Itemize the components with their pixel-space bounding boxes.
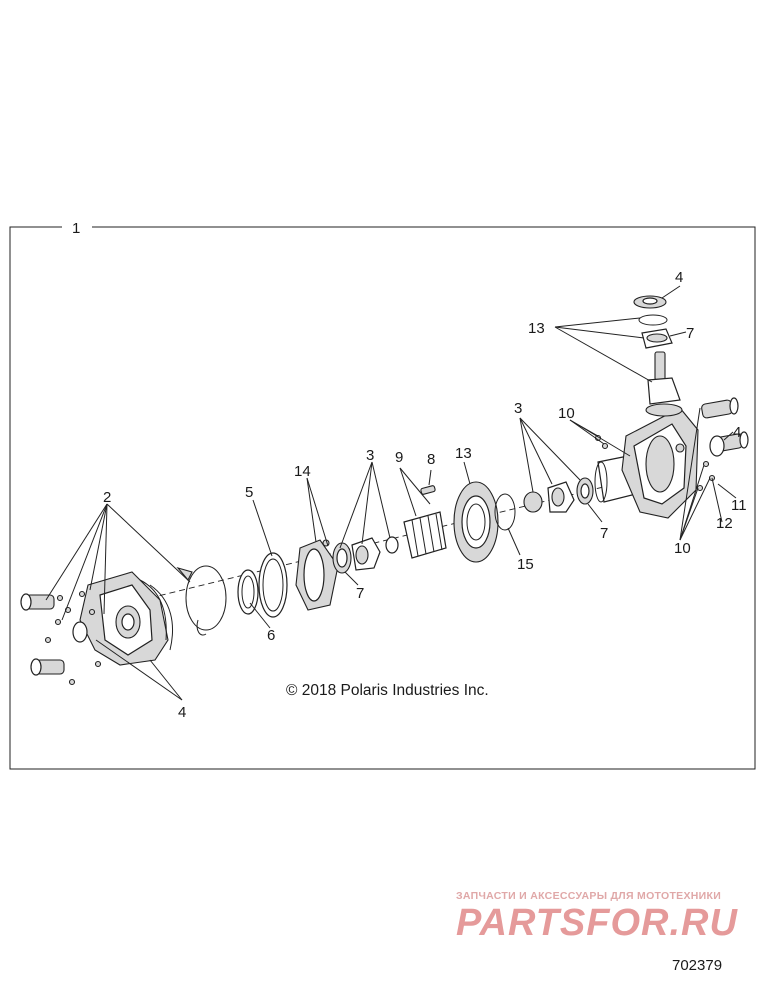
callout-13-center: 13 [455, 445, 472, 462]
watermark-logo: PARTSFOR.RU [456, 902, 738, 944]
callout-7-right: 7 [600, 525, 608, 542]
retaining-ring-large [176, 565, 227, 636]
pinion-bearing-7 [641, 328, 673, 349]
left-bolts [44, 590, 102, 686]
leader-lines [45, 285, 737, 701]
callout-14: 14 [294, 463, 311, 480]
copyright-notice: © 2018 Polaris Industries Inc. [286, 682, 489, 699]
output-stub-upper-right [701, 397, 739, 419]
callout-10-upper: 10 [558, 405, 575, 422]
gasket-5 [258, 552, 288, 618]
roller-cage-9 [403, 511, 447, 559]
seal-7-right [576, 477, 594, 505]
callout-4-right: 4 [733, 424, 741, 441]
callout-7-center: 7 [356, 585, 364, 602]
pinion-seal-4 [633, 295, 667, 309]
callout-8: 8 [427, 451, 435, 468]
assembly-frame [9, 226, 756, 770]
callout-7-top: 7 [686, 325, 694, 342]
callout-3-right: 3 [514, 400, 522, 417]
pinion-shaft [645, 351, 683, 417]
callout-13-top: 13 [528, 320, 545, 337]
o-ring-15 [494, 493, 516, 531]
seal-4-right [709, 435, 725, 457]
left-axle-stub-upper [20, 593, 55, 611]
callout-2: 2 [103, 489, 111, 506]
bearing-3-right [547, 481, 575, 513]
callout-4-top: 4 [675, 269, 683, 286]
hub-coupler-14 [295, 539, 339, 611]
callout-3-center: 3 [366, 447, 374, 464]
callout-11: 11 [731, 497, 747, 514]
callouts: 1 2 4 5 6 14 3 7 9 8 13 15 3 7 10 10 11 … [72, 220, 747, 721]
callout-1: 1 [72, 220, 80, 237]
pin-8 [420, 485, 436, 495]
ring-gear-13 [453, 481, 499, 563]
left-axle-stub-lower [30, 658, 65, 676]
callout-4-left: 4 [178, 704, 186, 721]
callout-5: 5 [245, 484, 253, 501]
spacer-3-right-a [523, 491, 543, 513]
bearing-7-left [332, 542, 352, 574]
shim-6 [237, 569, 259, 615]
callout-10-lower: 10 [674, 540, 691, 557]
watermark-subtitle: ЗАПЧАСТИ И АКСЕССУАРЫ ДЛЯ МОТОТЕХНИКИ [456, 890, 722, 902]
left-seal-ring [72, 621, 88, 643]
gearcase-housing [621, 407, 699, 519]
pinion-shim-13 [638, 314, 668, 326]
callout-6: 6 [267, 627, 275, 644]
drawing-number: 702379 [672, 957, 723, 974]
callout-9: 9 [395, 449, 403, 466]
right-bolts [594, 434, 716, 492]
bearing-race-3 [351, 536, 399, 571]
left-housing [79, 571, 173, 666]
callout-12: 12 [716, 515, 733, 532]
callout-15: 15 [517, 556, 534, 573]
